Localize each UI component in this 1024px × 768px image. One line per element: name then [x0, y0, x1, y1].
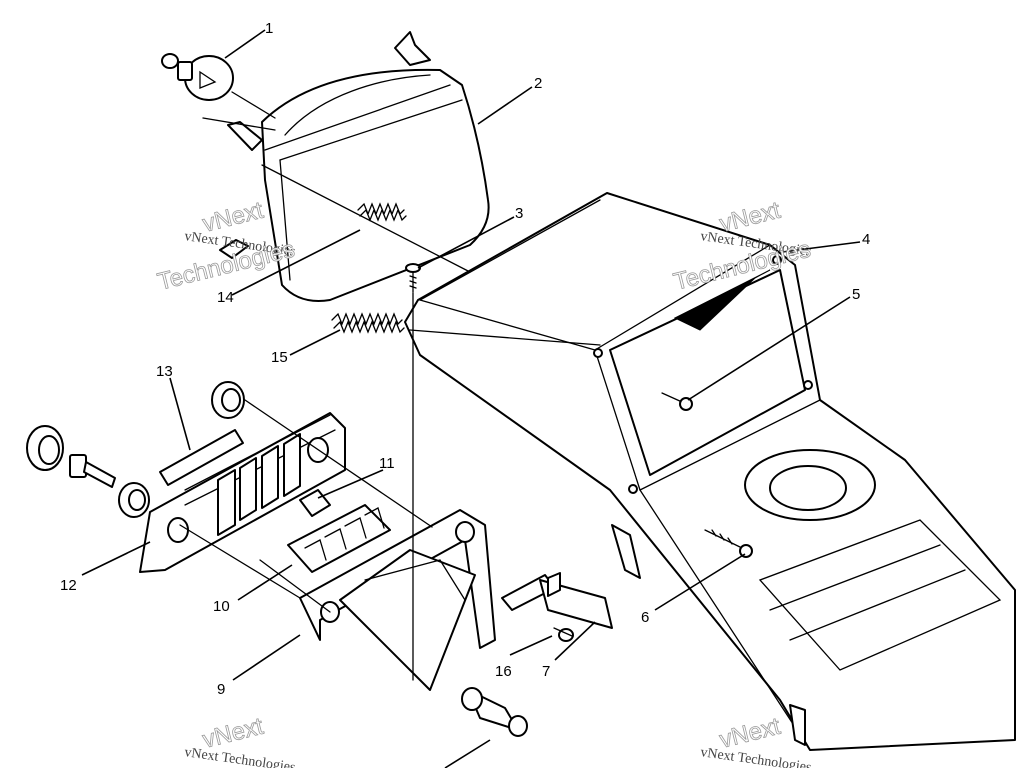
- headlight-housing: [227, 31, 490, 302]
- connector-10: [287, 504, 391, 573]
- hood-console: [404, 192, 1016, 751]
- screw-7: [553, 627, 574, 642]
- spring-lower: [331, 312, 405, 334]
- callout-5: 5: [852, 286, 860, 303]
- bulb: [161, 53, 234, 101]
- callout-14: 14: [217, 289, 234, 306]
- callout-labels: 1 2 3 4 5 6 7 9 10 11 12 13 14 15 16: [60, 20, 870, 698]
- screw-3: [405, 263, 421, 293]
- callout-4: 4: [862, 231, 870, 248]
- adjuster-bracket: [219, 239, 249, 259]
- callout-9: 9: [217, 681, 225, 698]
- ignition-key: [69, 454, 116, 488]
- callout-1: 1: [265, 20, 273, 37]
- watermark-logo-line1: vNext: [200, 197, 266, 238]
- plate-13: [159, 429, 244, 486]
- callout-15: 15: [271, 349, 288, 366]
- grommet-top: [211, 381, 245, 419]
- callout-7: 7: [542, 663, 550, 680]
- watermark-text: vNext Technologies: [183, 745, 296, 768]
- explosion-lines: [179, 91, 601, 681]
- watermark-lower-left: vNext Technologies vNext: [183, 712, 296, 768]
- callout-12: 12: [60, 577, 77, 594]
- spring-upper: [357, 202, 407, 222]
- watermark-logo-line1: vNext: [717, 197, 783, 238]
- callout-16: 16: [495, 663, 512, 680]
- callout-11: 11: [379, 455, 395, 472]
- watermark-logo-line1: vNext: [200, 713, 266, 754]
- callout-3: 3: [515, 205, 523, 222]
- watermark-logo-line1: vNext: [717, 713, 783, 754]
- watermark-text: vNext Technologies: [699, 745, 812, 768]
- screw-6: [704, 529, 753, 558]
- callout-2: 2: [534, 75, 542, 92]
- leader-lines: [81, 29, 861, 768]
- switch-16: [501, 572, 613, 629]
- ignition-bezel: [26, 425, 64, 471]
- grommet-left: [118, 482, 150, 518]
- callout-13: 13: [156, 363, 173, 380]
- callout-6: 6: [641, 609, 649, 626]
- knob: [461, 687, 528, 737]
- screw-5: [661, 392, 693, 411]
- callout-10: 10: [213, 598, 230, 615]
